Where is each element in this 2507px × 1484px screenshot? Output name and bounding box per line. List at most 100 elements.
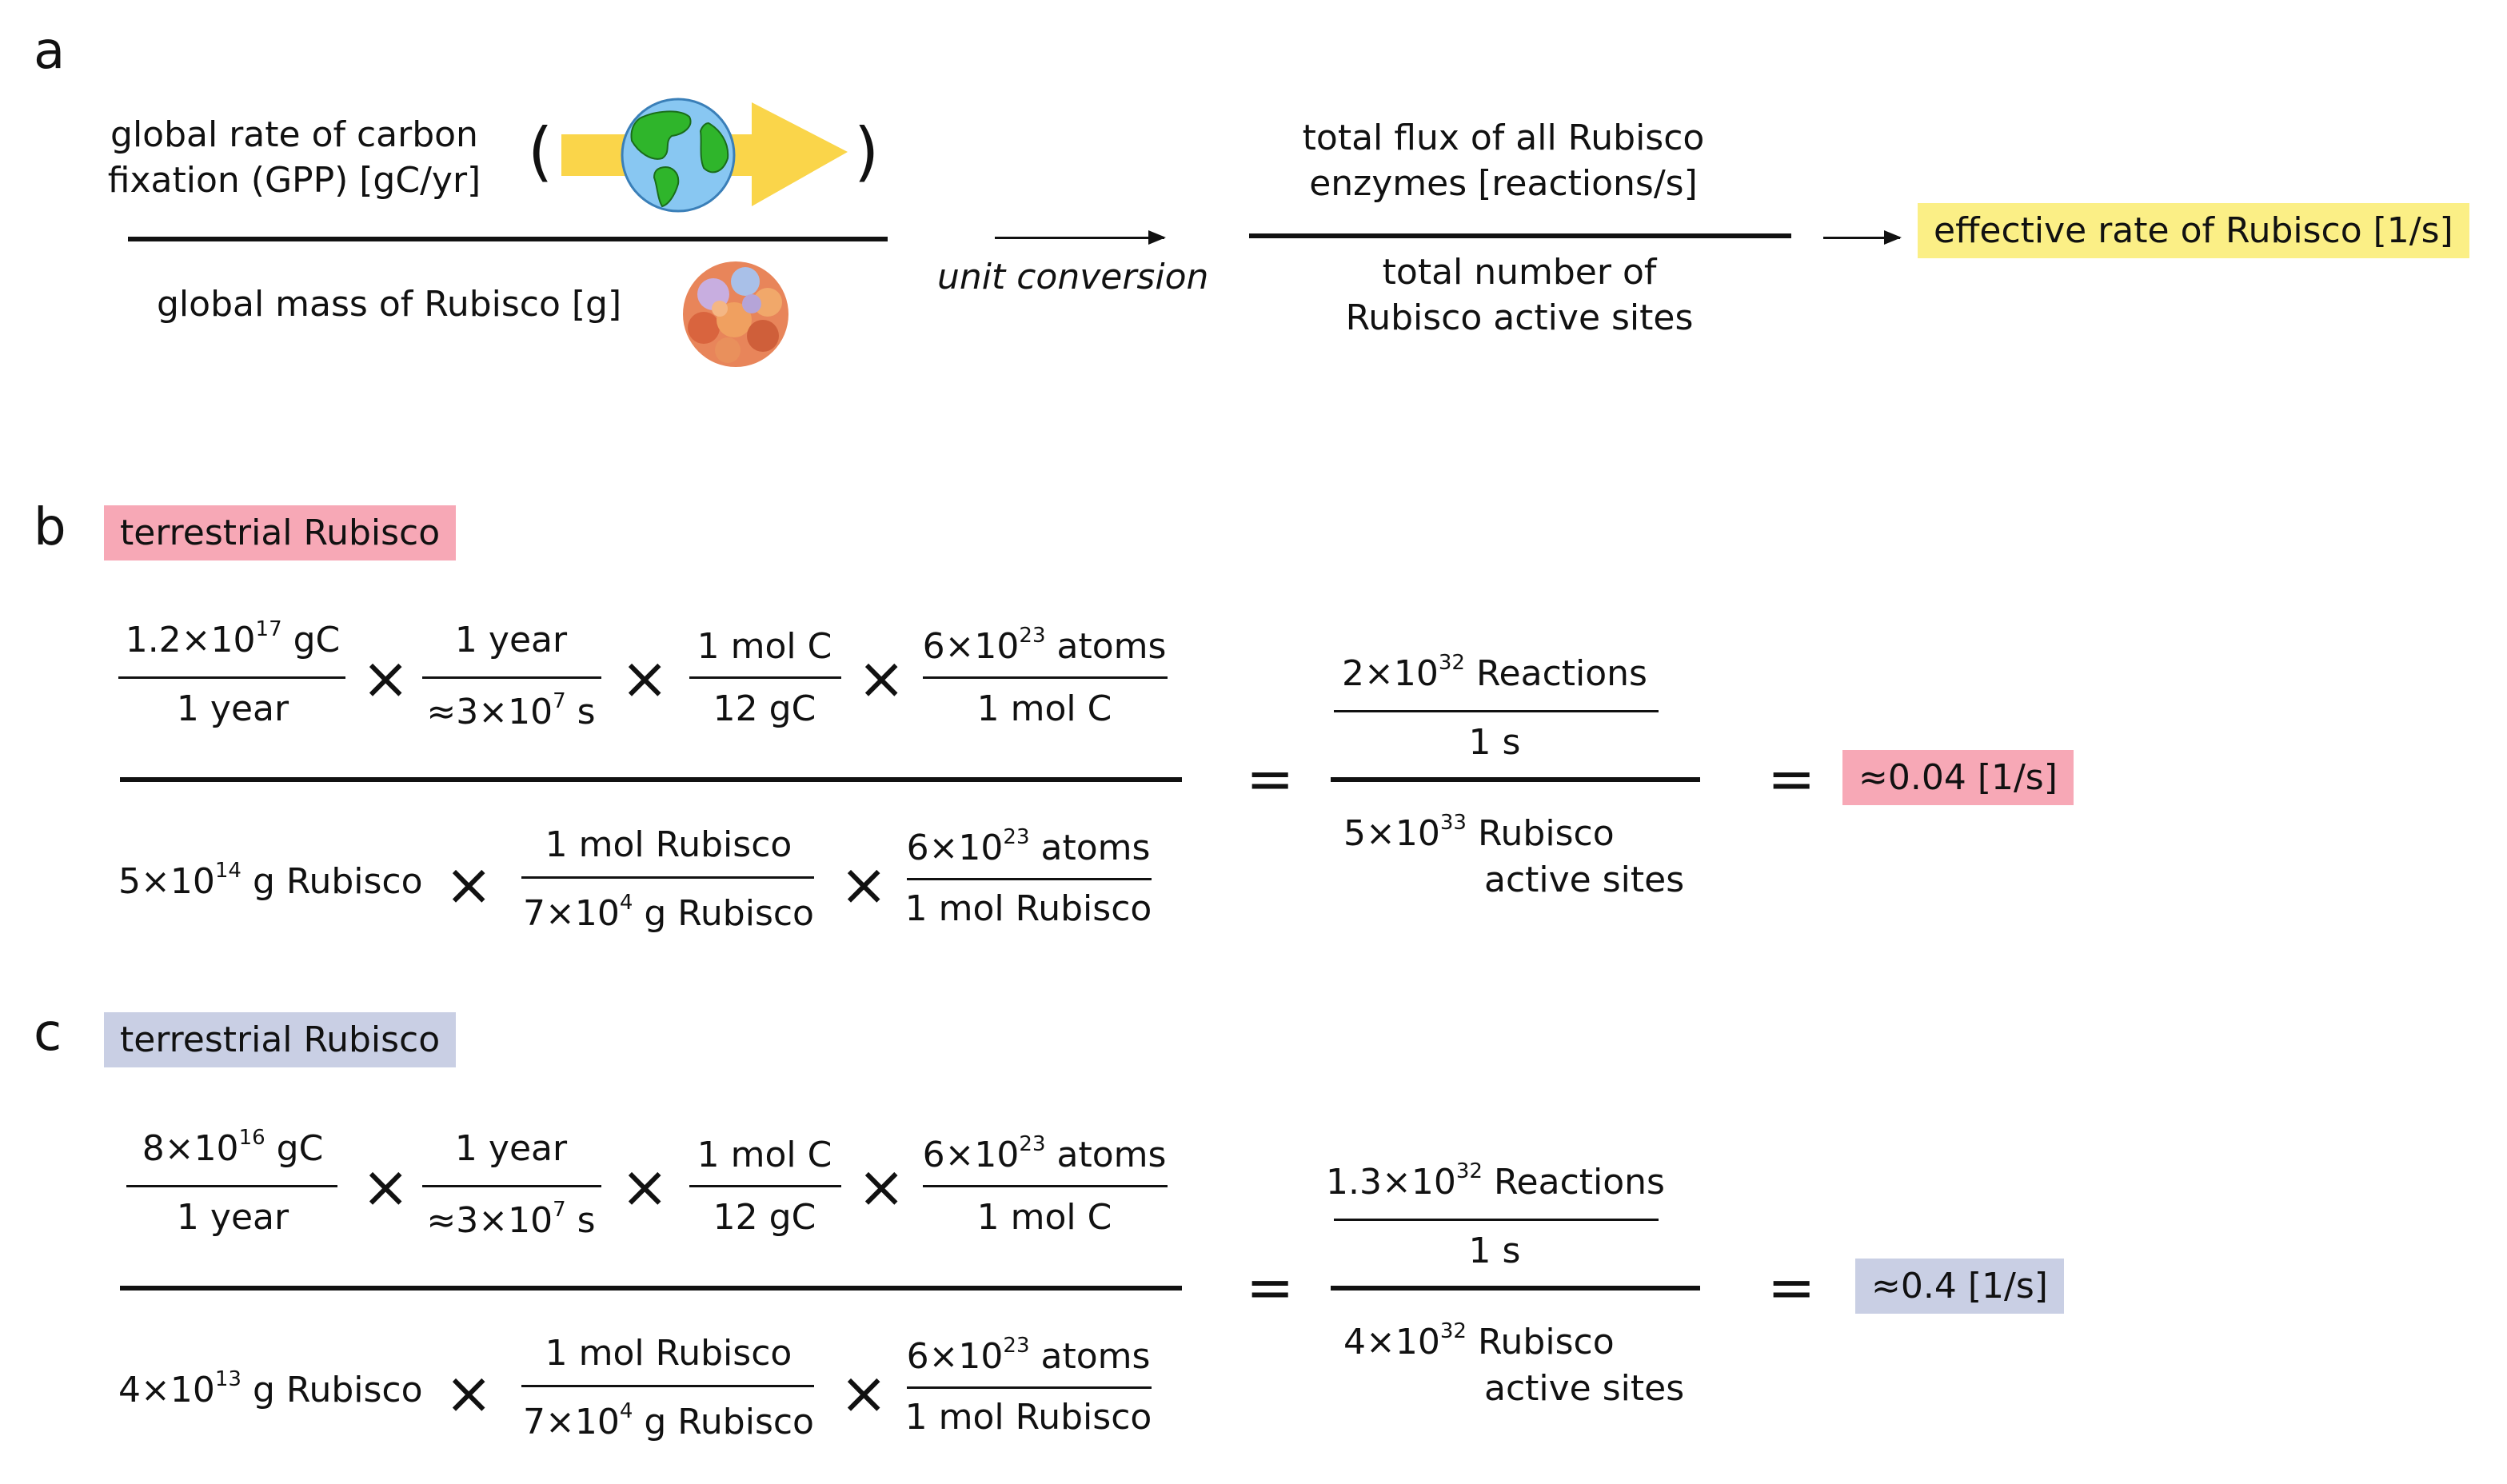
b-f2-denominator: ≈3×107 s [419,689,603,735]
gpp-label-line1: global rate of carbon [110,114,478,155]
c-equals-2: = [1767,1254,1816,1321]
c-f3-numerator: 1 mol C [697,1135,832,1175]
c-r-main-bar [1331,1286,1700,1291]
b-d3-num-base: 6×10 [906,828,1004,868]
panel-b-tag: terrestrial Rubisco [104,505,457,561]
c-r-denominator-line2: active sites [1484,1368,1685,1409]
c-d3-num-base: 6×10 [906,1336,1004,1377]
b-times-2: × [621,644,669,712]
b-r-inner-denominator: 1 s [1468,722,1521,763]
earth-icon [621,98,736,213]
c-f2-numerator: 1 year [454,1128,568,1169]
c-r-numerator: 1.3×1032 Reactions [1311,1159,1679,1205]
c-d1: 4×1013 g Rubisco [118,1367,423,1413]
b-f2-den-unit: s [565,692,596,732]
c-f1-bar [126,1185,337,1187]
b-d2-den-unit: g Rubisco [633,893,814,934]
b-times-1: × [361,644,410,712]
c-r-den-exp: 32 [1439,1319,1467,1343]
rubisco-protein-icon [683,261,788,367]
b-f4-num-unit: atoms [1045,626,1167,667]
b-times-4: × [445,851,493,918]
b-r-main-bar [1331,777,1700,782]
b-d1-exp: 14 [214,859,242,883]
active-sites-label: total number of Rubisco active sites [1263,249,1775,341]
c-d2-den-unit: g Rubisco [633,1402,814,1442]
c-d3-num-exp: 23 [1003,1334,1030,1358]
c-d2-bar [521,1385,814,1387]
b-f2-den-exp: 7 [553,689,566,713]
c-f2-bar [422,1185,601,1187]
c-d3-bar [907,1386,1152,1389]
c-r-denominator: 4×1032 Rubisco [1343,1319,1615,1365]
c-r-den-base: 4×10 [1343,1322,1440,1362]
c-f1-numerator: 8×1016 gC [117,1126,349,1171]
c-d2-denominator: 7×104 g Rubisco [517,1399,820,1445]
b-f1-num-base: 1.2×10 [125,620,256,660]
b-f4-numerator: 6×1023 atoms [916,624,1172,669]
gpp-label-line2: fixation (GPP) [gC/yr] [107,160,481,201]
b-times-3: × [857,644,906,712]
b-f2-den-base: ≈3×10 [426,692,553,732]
c-f1-num-exp: 16 [238,1126,265,1150]
panel-c-label: c [34,1003,62,1063]
gpp-label: global rate of carbon fixation (GPP) [gC… [102,112,486,203]
c-times-4: × [445,1359,493,1426]
result-arrow [1823,230,1902,245]
c-main-fraction-bar [120,1286,1182,1291]
b-equals-1: = [1246,745,1295,812]
b-d1: 5×1014 g Rubisco [118,859,423,904]
c-times-5: × [840,1359,888,1426]
unit-conversion-label: unit conversion [937,257,1209,297]
c-times-2: × [621,1153,669,1220]
b-d3-bar [907,878,1152,880]
b-r-num-base: 2×10 [1342,653,1439,694]
c-f2-den-base: ≈3×10 [426,1200,553,1241]
c-d2-den-exp: 4 [619,1399,633,1423]
b-d2-denominator: 7×104 g Rubisco [517,891,820,936]
b-d2-den-base: 7×10 [523,893,620,934]
c-result: ≈0.4 [1/s] [1855,1259,2064,1314]
b-d3-denominator: 1 mol Rubisco [904,888,1152,929]
b-f3-bar [689,676,841,679]
b-f1-num-exp: 17 [255,617,282,641]
c-f1-num-base: 8×10 [142,1128,239,1169]
b-r-denominator-line2: active sites [1484,860,1685,900]
b-f1-bar [118,676,345,679]
b-f4-bar [923,676,1168,679]
c-f4-bar [923,1185,1168,1187]
rubisco-mass-label: global mass of Rubisco [g] [157,284,622,325]
c-f4-num-unit: atoms [1045,1135,1167,1175]
gpp-arrow-earth-graphic [561,98,848,213]
c-f3-bar [689,1185,841,1187]
b-r-num-exp: 32 [1438,651,1465,675]
effective-rate-result: effective rate of Rubisco [1/s] [1918,203,2469,259]
c-d3-num-unit: atoms [1029,1336,1151,1377]
flux-label-line2: enzymes [reactions/s] [1309,163,1698,205]
c-r-num-unit: Reactions [1482,1162,1665,1203]
c-d1-unit: g Rubisco [241,1370,423,1410]
c-f1-denominator: 1 year [176,1197,289,1238]
c-f2-den-unit: s [565,1200,596,1241]
b-times-5: × [840,851,888,918]
unit-conversion-arrow [995,230,1166,245]
c-f2-den-exp: 7 [553,1198,566,1222]
b-d2-bar [521,876,814,879]
b-d1-base: 5×10 [118,861,215,902]
c-d3-denominator: 1 mol Rubisco [904,1397,1152,1438]
b-f1-num-unit: gC [281,620,341,660]
c-f3-denominator: 12 gC [713,1197,816,1238]
c-d2-den-base: 7×10 [523,1402,620,1442]
paren-close: ) [854,114,880,189]
c-f4-num-exp: 23 [1019,1132,1046,1156]
b-r-inner-bar [1334,710,1659,712]
c-f2-denominator: ≈3×107 s [419,1198,603,1243]
c-d3-numerator: 6×1023 atoms [900,1334,1156,1379]
b-f4-num-base: 6×10 [922,626,1020,667]
flux-label: total flux of all Rubisco enzymes [react… [1263,115,1743,206]
b-f4-denominator: 1 mol C [976,688,1112,729]
b-r-den-base: 5×10 [1343,813,1440,854]
b-r-denominator: 5×1033 Rubisco [1343,811,1615,856]
panel-a-label: a [34,22,66,81]
c-times-1: × [361,1153,410,1220]
